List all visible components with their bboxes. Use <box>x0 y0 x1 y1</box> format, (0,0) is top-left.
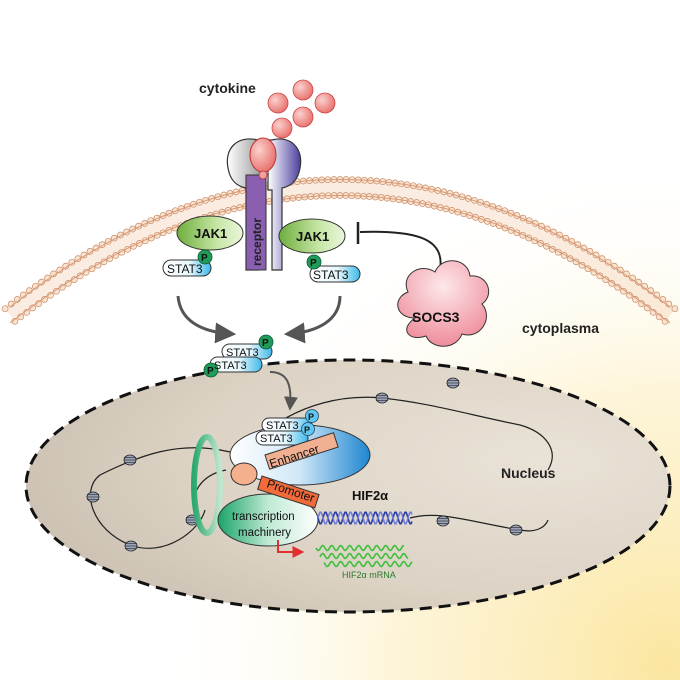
jak1-right <box>278 218 346 254</box>
enhancer-element <box>264 432 339 470</box>
mrna-strand <box>315 544 405 552</box>
machinery-label-line1: transcription <box>232 511 295 523</box>
cytoplasma-label: cytoplasma <box>522 320 599 336</box>
promoter-element <box>257 475 320 509</box>
mrna-strand <box>323 560 413 568</box>
lipid-head <box>1 305 9 313</box>
looping-ring <box>191 434 223 536</box>
stat3-dimer-cytoplasm <box>203 334 274 378</box>
machinery-label-line2: machinery <box>238 527 291 539</box>
phospho-left <box>197 249 213 265</box>
hif2a-label: HIF2α <box>352 488 388 503</box>
dimer-stat3-top: STAT3 <box>226 347 259 359</box>
cytokine-label: cytokine <box>199 80 256 96</box>
arrow-right-to-dimer <box>283 295 342 344</box>
dimer-phospho-top: P <box>262 338 269 349</box>
dimer-phospho-bottom: P <box>207 366 214 377</box>
receptor <box>226 137 302 271</box>
socs3-inhibition-line <box>359 230 442 271</box>
stat3-left-label: STAT3 <box>167 262 203 276</box>
jak1-right-label: JAK1 <box>296 229 329 244</box>
jak1-left-label: JAK1 <box>194 226 227 241</box>
socs3-label: SOCS3 <box>412 309 460 325</box>
phospho-right-label: P <box>310 258 317 269</box>
socs3-cloud <box>397 260 490 347</box>
nuc-phospho-top: P <box>308 412 314 422</box>
hif2a-gene <box>317 511 413 525</box>
arrow-left-to-dimer <box>176 295 237 344</box>
stat3-right-label: STAT3 <box>313 268 349 282</box>
nuc-phospho-bottom: P <box>304 425 310 435</box>
tss-arrow <box>277 540 305 558</box>
lipid-head <box>671 305 679 313</box>
nuc-stat3-top: STAT3 <box>266 420 299 432</box>
hif2a-mrna-label: HIF2α mRNA <box>342 570 396 580</box>
nuc-stat3-bottom: STAT3 <box>260 433 293 445</box>
dna-strand <box>86 377 553 552</box>
mrna-strand <box>319 552 409 560</box>
helix-strand <box>317 511 413 525</box>
arrow-into-nucleus <box>269 371 298 411</box>
stat3-left <box>162 259 212 277</box>
helix-strand <box>317 511 413 525</box>
phospho-left-label: P <box>201 253 208 264</box>
hif2a-mrna <box>315 544 413 568</box>
cytokine-cluster <box>267 79 336 139</box>
loop-anchor <box>230 462 258 486</box>
jak1-left <box>176 215 244 251</box>
phospho-right <box>306 254 322 270</box>
receptor-label: receptor <box>250 218 264 266</box>
stat3-dimer-nucleus <box>255 409 319 446</box>
stat3-right <box>309 265 361 283</box>
nucleus-label: Nucleus <box>501 465 556 481</box>
dimer-stat3-bottom: STAT3 <box>214 360 247 372</box>
